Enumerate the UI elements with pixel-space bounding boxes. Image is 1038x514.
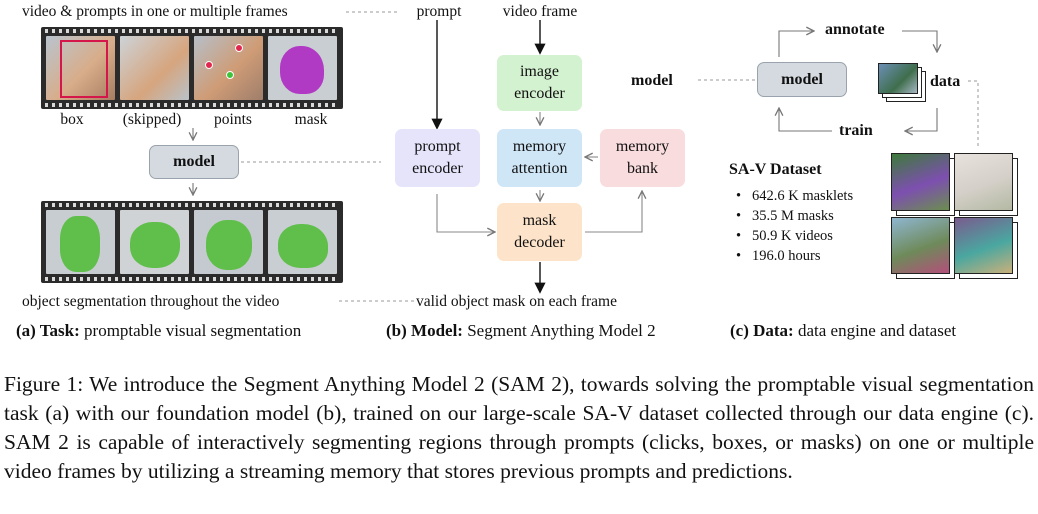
image-encoder-block: image encoder <box>497 55 582 111</box>
frame-box <box>46 36 115 100</box>
memory-bank-block: memory bank <box>600 129 685 187</box>
negative-click-icon <box>205 61 213 69</box>
task-caption-text: promptable visual segmentation <box>79 321 302 340</box>
frame-skipped <box>120 36 189 100</box>
output-frame <box>46 210 115 274</box>
loop-arrow <box>905 108 938 131</box>
input-film-strip <box>41 27 343 109</box>
film-perforation <box>45 29 339 33</box>
video-frame-label: video frame <box>502 3 578 20</box>
data-engine-model-block: model <box>757 62 847 97</box>
prompt-encoder-label: prompt encoder <box>412 138 463 177</box>
dataset-thumbnail-4 <box>954 217 1013 274</box>
task-model-block: model <box>149 145 239 179</box>
loop-arrow <box>779 108 832 132</box>
output-frame <box>194 210 263 274</box>
dashed-connector <box>968 80 979 147</box>
mask-decoder-block: mask decoder <box>497 203 582 261</box>
film-perforation <box>45 203 339 207</box>
stat-hours-value: 196.0 hours <box>752 248 821 264</box>
stat-masklets: 642.6 K masklets <box>736 186 853 206</box>
stat-videos: 50.9 K videos <box>736 226 853 246</box>
prompt-label: prompt <box>416 3 462 20</box>
data-label: data <box>930 73 961 90</box>
green-mask-shape <box>60 216 100 272</box>
dataset-stats-list: 642.6 K masklets 35.5 M masks 50.9 K vid… <box>736 186 853 266</box>
frame-label-mask: mask <box>294 111 328 128</box>
model-panel-title: model <box>631 72 673 89</box>
train-label: train <box>839 122 873 139</box>
data-caption-text: data engine and dataset <box>793 321 957 340</box>
task-bottom-label: object segmentation throughout the video <box>22 293 280 310</box>
image-encoder-label: image encoder <box>514 63 565 102</box>
dataset-thumbnail-2 <box>954 153 1013 211</box>
model-output-label: valid object mask on each frame <box>416 293 617 310</box>
stat-videos-value: 50.9 K videos <box>752 228 833 244</box>
mask-decoder-label: mask decoder <box>514 212 565 251</box>
task-caption: (a) Task: promptable visual segmentation <box>16 322 301 339</box>
dataset-thumbnail-3 <box>891 217 950 274</box>
stat-masks-value: 35.5 M masks <box>752 208 834 224</box>
positive-click-icon <box>226 71 234 79</box>
memory-bank-label: memory bank <box>615 138 670 177</box>
data-thumbnail-image <box>878 63 918 94</box>
prompt-encoder-block: prompt encoder <box>395 129 480 187</box>
figure-caption-text: Figure 1: We introduce the Segment Anyth… <box>4 372 1034 483</box>
figure-caption: Figure 1: We introduce the Segment Anyth… <box>4 370 1034 486</box>
output-frame <box>120 210 189 274</box>
stat-masklets-value: 642.6 K masklets <box>752 188 854 204</box>
frame-label-box: box <box>60 111 84 128</box>
green-mask-shape <box>278 224 328 268</box>
stat-masks: 35.5 M masks <box>736 206 853 226</box>
memory-attention-label: memory attention <box>511 138 568 177</box>
dataset-thumbnail-1 <box>891 153 950 211</box>
memory-attention-block: memory attention <box>497 129 582 187</box>
model-caption-prefix: (b) Model: <box>386 321 463 340</box>
frame-label-skipped: (skipped) <box>122 111 182 128</box>
frame-mask <box>268 36 337 100</box>
purple-mask-shape <box>280 46 324 94</box>
output-frame <box>268 210 337 274</box>
annotate-label: annotate <box>825 21 885 38</box>
data-caption-prefix: (c) Data: <box>730 321 794 340</box>
stat-hours: 196.0 hours <box>736 246 853 266</box>
model-caption-text: Segment Anything Model 2 <box>462 321 656 340</box>
data-caption: (c) Data: data engine and dataset <box>730 322 956 339</box>
dataset-title: SA-V Dataset <box>729 161 822 178</box>
task-caption-prefix: (a) Task: <box>16 321 80 340</box>
negative-click-icon <box>235 44 243 52</box>
film-perforation <box>45 103 339 107</box>
frame-label-points: points <box>214 111 252 128</box>
frame-points <box>194 36 263 100</box>
green-mask-shape <box>206 220 252 270</box>
loop-arrow <box>778 31 814 57</box>
green-mask-shape <box>130 222 180 268</box>
decoder-to-bank-arrow <box>585 191 642 233</box>
loop-arrow <box>902 30 937 52</box>
model-caption: (b) Model: Segment Anything Model 2 <box>386 322 656 339</box>
task-top-label: video & prompts in one or multiple frame… <box>22 3 288 20</box>
film-perforation <box>45 277 339 281</box>
box-prompt-rectangle <box>60 40 108 98</box>
output-film-strip <box>41 201 343 283</box>
prompt-to-decoder-arrow <box>436 194 495 232</box>
